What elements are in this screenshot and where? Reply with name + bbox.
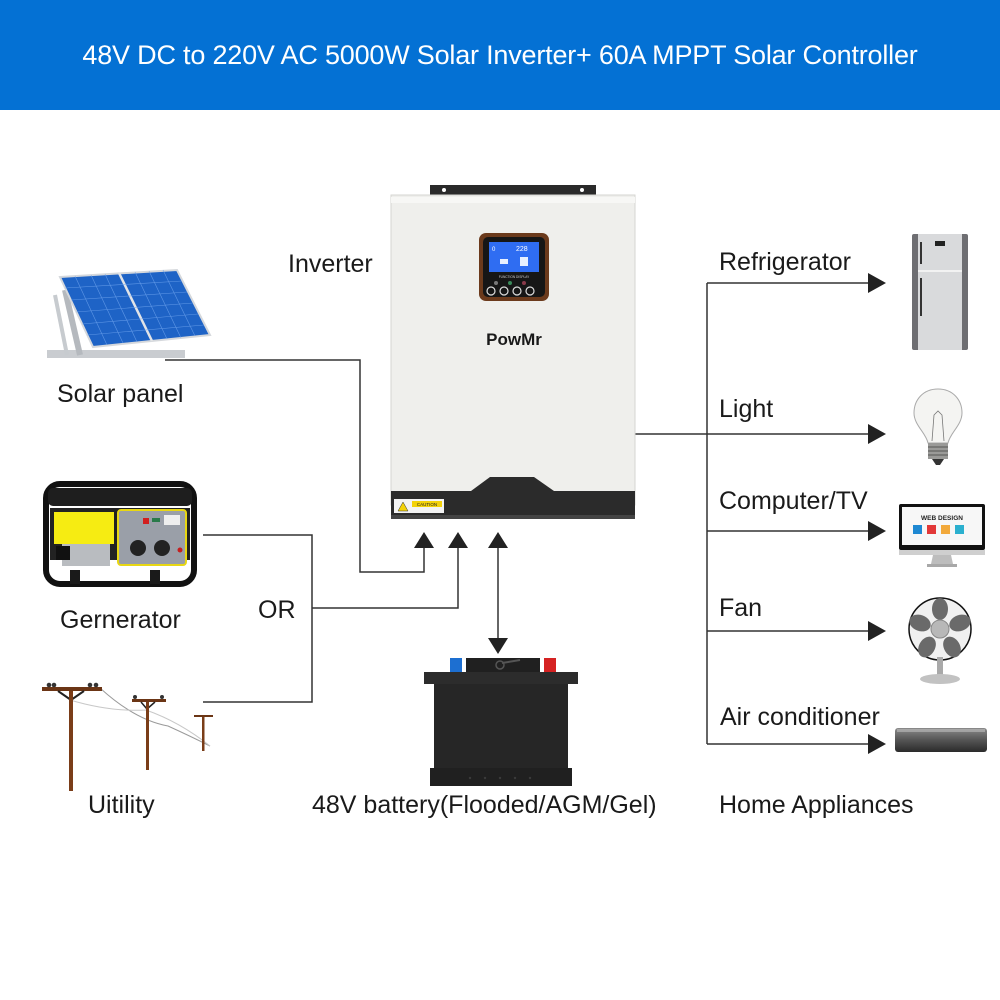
generator-label: Gernerator <box>60 606 181 634</box>
caution-text: CAUTION <box>417 502 437 507</box>
lcd-left-value: 0 <box>492 247 496 253</box>
monitor-screen-text: WEB DESIGN <box>921 515 963 522</box>
battery-arrow-up <box>488 532 508 548</box>
monitor-icon: WEB DESIGN <box>899 504 985 567</box>
mounting-bracket <box>430 185 596 195</box>
refrigerator-arrow <box>868 273 886 293</box>
grid-connection-line <box>312 545 459 609</box>
refrigerator-icon <box>912 234 968 350</box>
light-arrow <box>868 424 886 444</box>
air-conditioner-icon <box>895 728 987 752</box>
home-appliances-label: Home Appliances <box>719 791 914 819</box>
or-label: OR <box>258 596 296 624</box>
solar-panel-label: Solar panel <box>57 380 184 408</box>
grid-input-arrow <box>448 532 468 548</box>
utility-poles-icon <box>42 682 213 791</box>
appliance-label-light: Light <box>719 395 774 423</box>
display-caption: FUNCTION DISPLAY <box>499 275 530 279</box>
battery-label: 48V battery(Flooded/AGM/Gel) <box>312 791 657 819</box>
panel-button-3 <box>512 286 522 296</box>
panel-button-2 <box>499 286 509 296</box>
inverter-label: Inverter <box>288 250 373 278</box>
solar-input-arrow <box>414 532 434 548</box>
generator-icon <box>43 481 197 587</box>
positive-terminal <box>544 658 556 672</box>
page-title: 48V DC to 220V AC 5000W Solar Inverter+ … <box>82 39 918 70</box>
fan-arrow <box>868 621 886 641</box>
brand-logo: PowMr <box>486 330 542 349</box>
battery-icon <box>424 658 578 786</box>
light-bulb-icon <box>913 388 963 465</box>
panel-button-4 <box>525 286 535 296</box>
utility-label: Uitility <box>88 791 155 819</box>
negative-terminal <box>450 658 462 672</box>
inverter-device: 0 228 FUNCTION DISPLAY PowMr CAUTION <box>390 185 636 519</box>
computer-arrow <box>868 521 886 541</box>
solar-connection-line <box>165 359 425 573</box>
ac-arrow <box>868 734 886 754</box>
panel-button-1 <box>486 286 496 296</box>
appliance-label-computer: Computer/TV <box>719 487 868 515</box>
appliance-label-fan: Fan <box>719 594 763 622</box>
fan-icon <box>908 597 972 684</box>
generator-connection-line <box>203 534 313 703</box>
appliance-label-refrigerator: Refrigerator <box>719 248 851 276</box>
battery-arrow-down <box>488 638 508 654</box>
solar-panel-icon <box>47 268 212 358</box>
title-banner: 48V DC to 220V AC 5000W Solar Inverter+ … <box>0 0 1000 110</box>
appliance-label-air-conditioner: Air conditioner <box>720 703 880 731</box>
lcd-right-value: 228 <box>516 246 528 253</box>
